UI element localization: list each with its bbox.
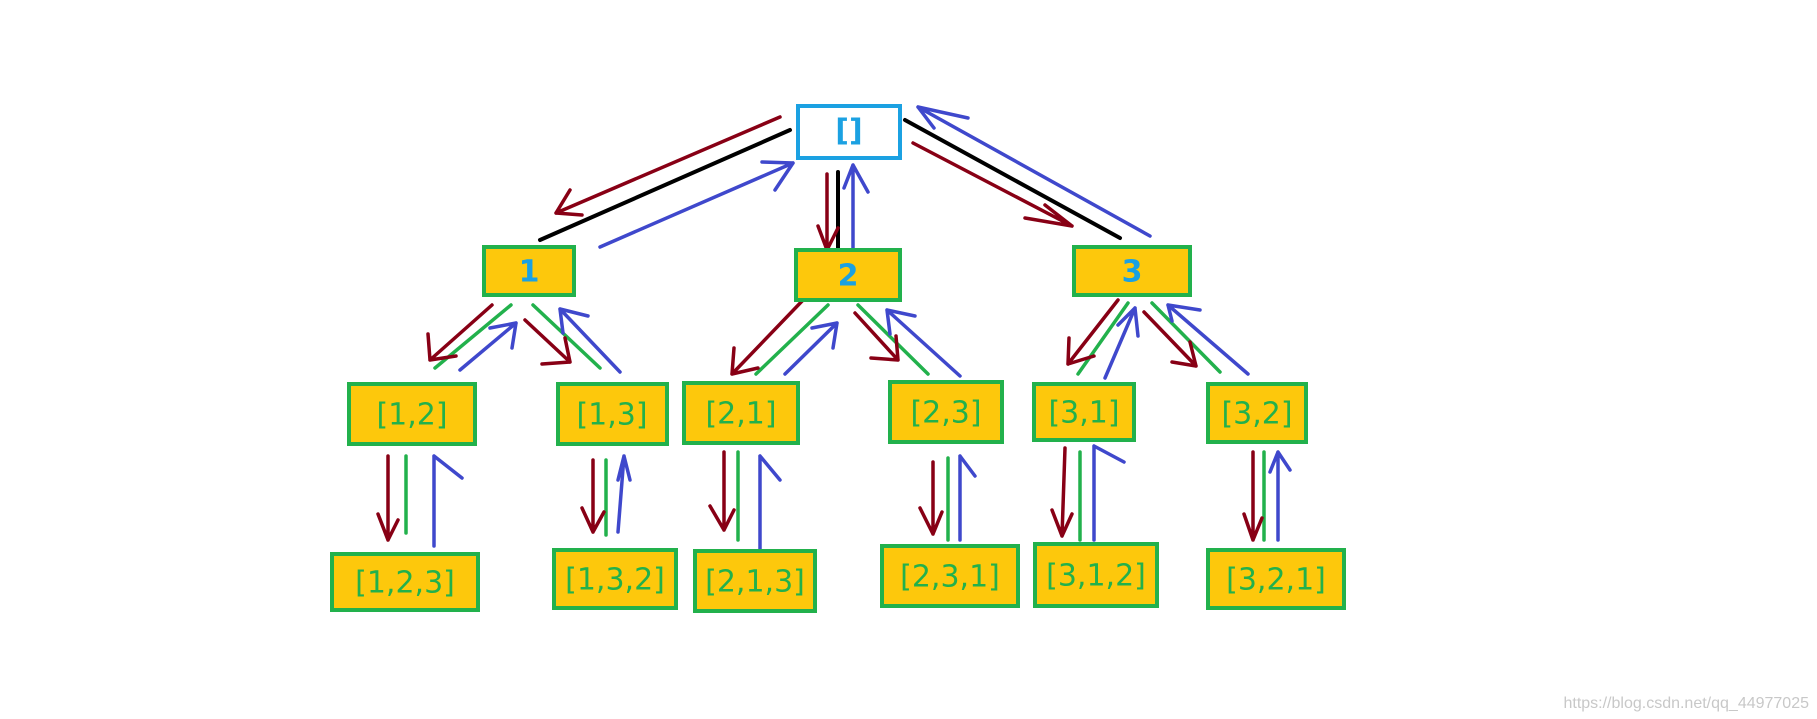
tree-edge-root-1 <box>538 128 792 242</box>
root-node-label: [] <box>835 114 862 149</box>
node-3: 3 <box>1072 245 1192 297</box>
return-arrow-231-23 <box>958 454 977 542</box>
return-arrow-1-root <box>598 160 795 249</box>
node-2: 2 <box>794 248 902 302</box>
level2-nodes: [1,2] [1,3] [2,1] [2,3] [3,1] [3,2] <box>347 380 1308 446</box>
node-12: [1,2] <box>347 382 477 446</box>
tree-edge-root-3 <box>903 118 1122 240</box>
watermark: https://blog.csdn.net/qq_44977025 <box>1563 695 1809 712</box>
descend-arrow-root-3 <box>911 141 1074 228</box>
node-32: [3,2] <box>1206 382 1308 444</box>
node-132: [1,3,2] <box>552 548 678 610</box>
edges-level1-to-level2 <box>426 296 1250 380</box>
node-21: [2,1] <box>682 381 800 445</box>
node-32-label: [3,2] <box>1221 397 1292 432</box>
node-3-label: 3 <box>1122 255 1143 290</box>
descend-arrow-2-21 <box>730 296 807 376</box>
return-arrow-3-root <box>916 105 1152 238</box>
descend-arrow-13-132 <box>580 458 606 534</box>
descend-arrow-12-123 <box>376 454 400 542</box>
node-321: [3,2,1] <box>1206 548 1346 610</box>
return-arrow-23-2 <box>885 308 962 378</box>
descend-arrow-root-2 <box>816 172 840 252</box>
return-arrow-13-1 <box>558 307 622 374</box>
descend-arrow-root-1 <box>554 115 782 217</box>
descend-arrow-31-312 <box>1050 446 1074 538</box>
node-21-label: [2,1] <box>705 397 776 432</box>
return-arrow-2-root <box>842 163 870 250</box>
edges-root-to-level1 <box>538 105 1152 252</box>
node-321-label: [3,2,1] <box>1226 563 1326 598</box>
node-213-label: [2,1,3] <box>705 565 805 600</box>
node-1: 1 <box>482 245 576 297</box>
node-13-label: [1,3] <box>576 398 647 433</box>
tree-edge-2-23 <box>856 303 930 376</box>
node-23: [2,3] <box>888 380 1004 444</box>
node-2-label: 2 <box>838 259 859 294</box>
descend-arrow-32-321 <box>1242 450 1264 542</box>
node-23-label: [2,3] <box>910 396 981 431</box>
tree-edge-2-21 <box>754 303 830 376</box>
descend-arrow-21-213 <box>708 450 736 532</box>
root-node: [] <box>796 104 902 160</box>
node-312: [3,1,2] <box>1033 542 1159 608</box>
descend-arrow-1-12 <box>426 303 494 362</box>
return-arrow-213-21 <box>758 454 782 551</box>
return-arrow-12-1 <box>458 321 518 372</box>
return-arrow-31-3 <box>1103 306 1140 380</box>
descend-arrow-23-231 <box>918 460 944 536</box>
node-123: [1,2,3] <box>330 552 480 612</box>
tree-edge-3-31 <box>1076 301 1130 376</box>
edges-level2-to-level3 <box>376 444 1292 551</box>
return-arrow-32-3 <box>1166 303 1250 376</box>
node-231-label: [2,3,1] <box>900 560 1000 595</box>
node-1-label: 1 <box>519 255 540 290</box>
node-31-label: [3,1] <box>1048 396 1119 431</box>
node-213: [2,1,3] <box>693 549 817 613</box>
descend-arrow-2-23 <box>853 311 900 362</box>
node-12-label: [1,2] <box>376 398 447 433</box>
tree-edge-3-32 <box>1150 301 1222 374</box>
return-arrow-321-32 <box>1268 450 1292 542</box>
node-31: [3,1] <box>1032 382 1136 442</box>
node-13: [1,3] <box>556 382 669 446</box>
return-arrow-123-12 <box>432 454 464 548</box>
node-231: [2,3,1] <box>880 544 1020 608</box>
descend-arrow-3-32 <box>1142 310 1198 368</box>
descend-arrow-1-13 <box>523 318 572 366</box>
return-arrow-312-31 <box>1092 444 1126 542</box>
return-arrow-132-13 <box>616 454 632 534</box>
node-132-label: [1,3,2] <box>565 563 665 598</box>
level3-nodes: [1,2,3] [1,3,2] [2,1,3] [2,3,1] [3,1,2] … <box>330 542 1346 613</box>
node-123-label: [1,2,3] <box>355 566 455 601</box>
node-312-label: [3,1,2] <box>1046 559 1146 594</box>
tree-edge-1-13 <box>531 303 602 370</box>
return-arrow-21-2 <box>783 321 839 376</box>
descend-arrow-3-31 <box>1066 298 1120 366</box>
level1-nodes: 1 2 3 <box>482 245 1192 302</box>
